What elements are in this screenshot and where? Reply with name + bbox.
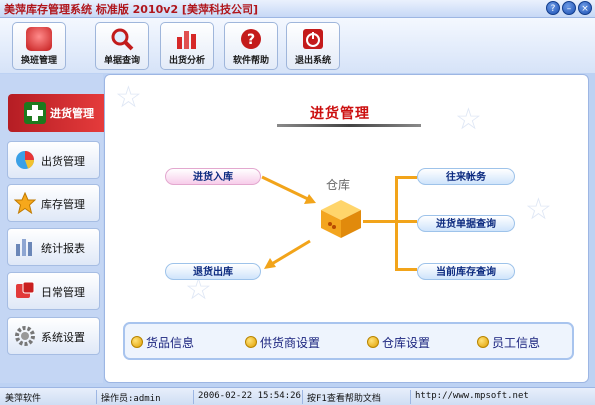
purchase-in-button[interactable]: 进货入库: [165, 168, 261, 185]
flow-arrows: [261, 175, 316, 269]
shift-management-button[interactable]: 换班管理: [12, 22, 66, 70]
bracket-bottom: [395, 268, 417, 271]
bracket-link: [363, 220, 397, 223]
status-separator: [193, 390, 194, 404]
bar-chart-icon: [174, 27, 200, 51]
status-datetime: 2006-02-22 15:54:26: [198, 391, 301, 401]
nav-item-daily[interactable]: 日常管理: [7, 272, 100, 310]
nav-item-shipment[interactable]: 出货管理: [7, 141, 100, 179]
bullet-icon: [245, 336, 257, 348]
software-help-button[interactable]: ? 软件帮助: [224, 22, 278, 70]
staff-info-link[interactable]: 员工信息: [477, 333, 540, 351]
daily-tools-icon: [14, 280, 36, 302]
pie-chart-icon: [14, 149, 36, 171]
status-url[interactable]: http://www.mpsoft.net: [415, 391, 529, 401]
toolbar: 换班管理 单据查询 出货分析 ? 软件帮助 退出系统: [0, 18, 595, 73]
nav-item-reports[interactable]: 统计报表: [7, 228, 100, 266]
bullet-icon: [131, 336, 143, 348]
gear-icon: [14, 325, 36, 347]
power-icon: [300, 27, 326, 51]
bracket-vertical: [395, 176, 398, 270]
status-separator: [410, 390, 411, 404]
svg-text:?: ?: [247, 32, 255, 48]
window-controls: ? – ×: [546, 1, 592, 15]
decor-star-icon: ☆: [525, 192, 552, 227]
current-stock-query-button[interactable]: 当前库存查询: [417, 263, 515, 280]
side-nav: 出货管理 库存管理 统计报表 日常管理 系统设置: [0, 74, 103, 383]
close-button[interactable]: ×: [578, 1, 592, 15]
warehouse-box-icon: [317, 196, 363, 240]
nav-item-settings[interactable]: 系统设置: [7, 317, 100, 355]
bullet-icon: [477, 336, 489, 348]
accounts-button[interactable]: 往来帐务: [417, 168, 515, 185]
window-title: 美萍库存管理系统 标准版 2010v2 [美萍科技公司]: [4, 3, 258, 16]
decor-star-icon: ☆: [115, 80, 142, 115]
return-out-button[interactable]: 退货出库: [165, 263, 261, 280]
purchase-doc-query-button[interactable]: 进货单据查询: [417, 215, 515, 232]
magnifier-icon: [109, 27, 135, 51]
document-query-button[interactable]: 单据查询: [95, 22, 149, 70]
nav-item-purchase-active[interactable]: 进货管理: [8, 94, 104, 132]
help-icon: ?: [238, 27, 264, 51]
user-shift-icon: [26, 27, 52, 51]
status-separator: [302, 390, 303, 404]
bullet-icon: [367, 336, 379, 348]
status-operator: 操作员:admin: [101, 394, 161, 404]
warehouse-label: 仓库: [326, 178, 351, 192]
goods-info-link[interactable]: 货品信息: [131, 333, 194, 351]
decor-star-icon: ☆: [455, 102, 482, 137]
status-help: 按F1查看帮助文档: [307, 394, 381, 404]
status-company: 美萍软件: [5, 394, 42, 404]
supplier-settings-link[interactable]: 供货商设置: [245, 333, 320, 351]
report-bars-icon: [14, 236, 36, 258]
quick-links-bar: 货品信息 供货商设置 仓库设置 员工信息: [123, 322, 574, 360]
status-bar: 美萍软件 操作员:admin 2006-02-22 15:54:26 按F1查看…: [0, 387, 595, 405]
title-underline: [277, 124, 421, 127]
page-title: 进货管理: [310, 106, 370, 122]
title-bar: 美萍库存管理系统 标准版 2010v2 [美萍科技公司] ? – ×: [0, 0, 595, 18]
main-panel: ☆ ☆ ☆ ☆ 进货管理 进货入库 退货出库 仓库 往来帐务: [104, 74, 589, 383]
shipment-analysis-button[interactable]: 出货分析: [160, 22, 214, 70]
bracket-top: [395, 176, 417, 179]
nav-item-inventory[interactable]: 库存管理: [7, 184, 100, 222]
plus-icon: [22, 100, 48, 126]
minimize-button[interactable]: –: [562, 1, 576, 15]
status-separator: [96, 390, 97, 404]
exit-system-button[interactable]: 退出系统: [286, 22, 340, 70]
warehouse-settings-link[interactable]: 仓库设置: [367, 333, 430, 351]
star-icon: [13, 191, 37, 215]
bracket-mid: [395, 220, 417, 223]
help-window-button[interactable]: ?: [546, 1, 560, 15]
